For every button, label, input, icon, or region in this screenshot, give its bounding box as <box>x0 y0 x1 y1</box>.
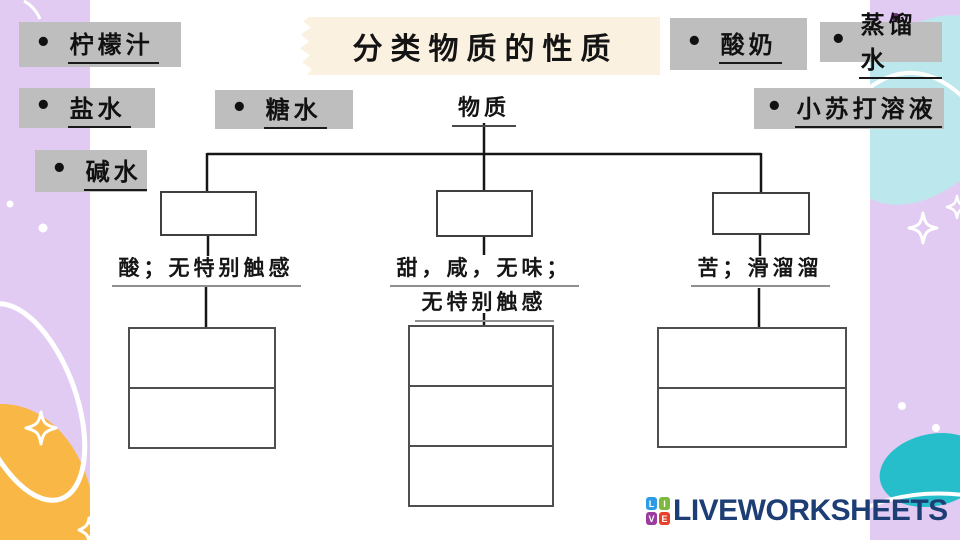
word-item-label: 小苏打溶液 <box>794 89 942 128</box>
sparkle-icon <box>945 194 960 220</box>
logo-text: LIVEWORKSHEETS <box>673 494 948 527</box>
wave-line <box>870 70 960 98</box>
word-item-yogurt[interactable]: • 酸奶 <box>670 18 807 70</box>
logo-tile: E <box>659 512 670 525</box>
bullet-icon: • <box>35 27 52 58</box>
drop-cell[interactable] <box>130 329 274 387</box>
word-item-distilled-water[interactable]: • 蒸馏水 <box>820 10 942 79</box>
word-item-label: 碱水 <box>83 152 147 191</box>
swirl-loop-line <box>0 301 88 503</box>
logo-tile: I <box>659 497 670 510</box>
right-decorations <box>870 13 960 509</box>
drop-cell[interactable] <box>410 327 552 385</box>
white-dot <box>932 424 940 432</box>
white-dot <box>898 402 906 410</box>
wave-line <box>870 491 960 509</box>
drop-cell[interactable] <box>410 445 552 505</box>
sparkle-icon <box>907 211 939 245</box>
taste-description-middle: 甜，咸，无味； 无特别触感 <box>374 253 594 322</box>
title-banner: 分类物质的性质 <box>300 17 660 75</box>
sparkle-icon <box>24 410 58 446</box>
bullet-icon: • <box>231 92 248 123</box>
answer-drop-box-middle <box>408 325 554 507</box>
taste-description-left: 酸；无特别触感 <box>96 253 316 288</box>
orange-blob-shape <box>0 404 90 540</box>
drop-cell[interactable] <box>410 385 552 445</box>
category-drop-box-right[interactable] <box>712 192 810 235</box>
answer-drop-box-left <box>128 327 276 449</box>
drop-cell[interactable] <box>659 329 845 387</box>
left-decorations <box>0 0 90 540</box>
description-line: 无特别触感 <box>414 287 554 322</box>
description-line: 酸；无特别触感 <box>111 253 301 288</box>
category-drop-box-middle[interactable] <box>436 190 533 237</box>
root-node-label: 物质 <box>444 90 524 127</box>
word-item-label: 酸奶 <box>718 25 782 64</box>
word-item-alkali-water[interactable]: • 碱水 <box>35 150 147 192</box>
description-line: 甜，咸，无味； <box>389 253 579 288</box>
worksheet-title: 分类物质的性质 <box>352 32 619 67</box>
logo-tile: L <box>646 497 657 510</box>
sparkle-icon <box>77 516 90 540</box>
word-item-baking-soda-solution[interactable]: • 小苏打溶液 <box>754 88 944 129</box>
taste-description-right: 苦；滑溜溜 <box>650 253 870 288</box>
bullet-icon: • <box>830 25 847 55</box>
white-dot <box>38 223 48 233</box>
word-item-lemon-juice[interactable]: • 柠檬汁 <box>19 22 181 67</box>
drop-cell[interactable] <box>130 387 274 447</box>
bullet-icon: • <box>766 91 783 122</box>
word-item-label: 柠檬汁 <box>67 25 159 64</box>
word-item-salt-water[interactable]: • 盐水 <box>19 88 155 128</box>
category-drop-box-left[interactable] <box>160 191 257 236</box>
word-item-label: 盐水 <box>67 89 131 128</box>
logo-tile: V <box>646 512 657 525</box>
word-item-label: 糖水 <box>263 90 327 129</box>
bullet-icon: • <box>51 154 68 184</box>
liveworksheets-logo: L I V E LIVEWORKSHEETS <box>646 494 948 528</box>
word-item-label: 蒸馏水 <box>858 5 942 79</box>
bullet-icon: • <box>686 27 703 57</box>
word-item-sugar-water[interactable]: • 糖水 <box>215 90 353 129</box>
white-dot <box>6 200 14 208</box>
logo-grid-icon: L I V E <box>646 497 670 525</box>
answer-drop-box-right <box>657 327 847 448</box>
bullet-icon: • <box>35 91 52 121</box>
root-node-text: 物质 <box>451 90 516 127</box>
drop-cell[interactable] <box>659 386 845 447</box>
corner-curve-line <box>23 0 42 20</box>
description-line: 苦；滑溜溜 <box>690 253 830 288</box>
